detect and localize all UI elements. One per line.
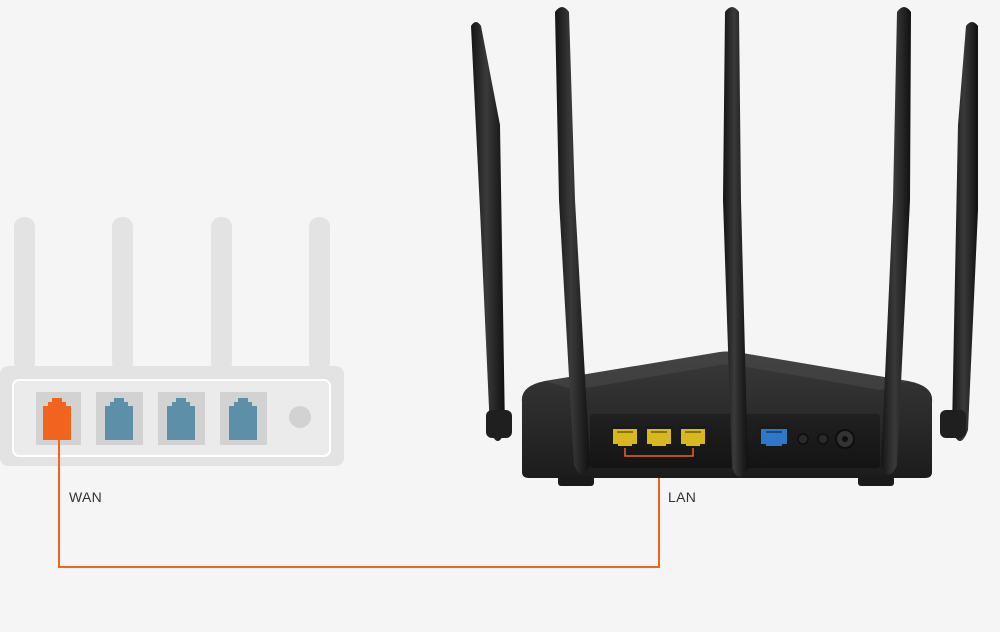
router-antenna-4	[881, 7, 911, 475]
main-router	[471, 7, 978, 486]
upstream-lan-port-1	[96, 392, 143, 445]
upstream-antenna-3	[211, 217, 232, 372]
router-antenna-5	[952, 22, 978, 441]
wan-port-icon	[43, 398, 71, 440]
lan-label: LAN	[668, 489, 697, 505]
lan-port-icon	[167, 398, 195, 440]
lan-port-icon	[647, 429, 671, 446]
lan-port-bracket	[624, 448, 694, 457]
upstream-router	[0, 217, 344, 466]
lan-port-icon	[229, 398, 257, 440]
router-wps-button-icon	[817, 433, 829, 445]
ethernet-cable	[58, 437, 660, 568]
router-power-jack-pin	[842, 436, 848, 442]
router-lan-ports	[611, 426, 707, 457]
upstream-lan-port-2	[158, 392, 205, 445]
upstream-antenna-1	[14, 217, 35, 372]
upstream-wan-port	[36, 392, 81, 445]
wan-port-icon	[761, 429, 787, 446]
router-foot-left	[558, 476, 594, 486]
lan-port-icon	[613, 429, 637, 446]
upstream-power-button-icon	[289, 406, 311, 428]
router-hinge-right	[940, 410, 966, 438]
router-lan-port-2	[645, 426, 673, 446]
router-hinge-left	[486, 410, 512, 438]
router-lan-port-1	[611, 426, 639, 446]
upstream-lan-port-3	[220, 392, 267, 445]
router-lan-port-3	[679, 426, 707, 446]
lan-port-icon	[105, 398, 133, 440]
router-reset-button-icon	[797, 433, 809, 445]
upstream-antenna-2	[112, 217, 133, 372]
wan-label: WAN	[69, 489, 103, 505]
router-antenna-3	[723, 7, 748, 477]
router-foot-right	[858, 476, 894, 486]
router-antenna-2	[555, 7, 590, 475]
upstream-antenna-4	[309, 217, 330, 372]
lan-port-icon	[681, 429, 705, 446]
upstream-antennas	[14, 217, 330, 372]
router-antenna-1	[471, 22, 505, 441]
router-wan-port	[759, 426, 789, 446]
